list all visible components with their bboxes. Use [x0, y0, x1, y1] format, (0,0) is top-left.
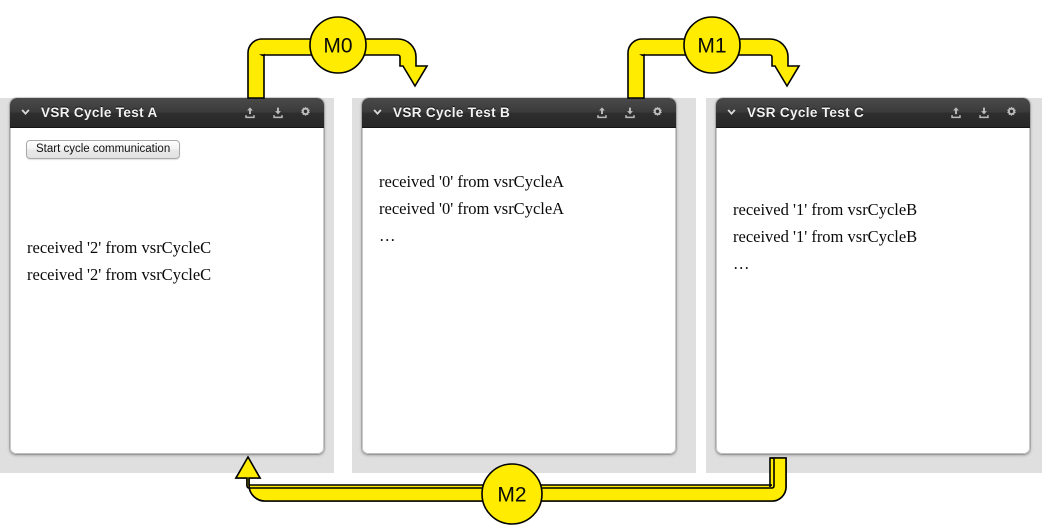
window-content-a: Start cycle communication received '2' f… — [10, 128, 324, 454]
panel-backing-b: VSR Cycle Test B — [352, 98, 696, 473]
window-titlebar-c[interactable]: VSR Cycle Test C — [716, 98, 1030, 128]
titlebar-icons-a — [243, 106, 312, 120]
connector-m0-badge — [309, 16, 367, 74]
window-title-b: VSR Cycle Test B — [393, 105, 511, 120]
log-output-a: received '2' from vsrCycleC received '2'… — [27, 234, 315, 288]
download-icon[interactable] — [977, 106, 991, 120]
window-vsr-cycle-test-c[interactable]: VSR Cycle Test C — [716, 98, 1030, 454]
log-line: … — [379, 226, 396, 245]
window-content-b: received '0' from vsrCycleA received '0'… — [362, 128, 676, 454]
connector-m1-badge — [683, 16, 741, 74]
connector-m2-label: M2 — [497, 484, 526, 507]
connector-m1: M1 — [627, 16, 801, 99]
titlebar-icons-c — [949, 106, 1018, 120]
log-line: received '0' from vsrCycleA — [379, 199, 565, 218]
window-title-c: VSR Cycle Test C — [747, 105, 865, 120]
log-line: received '2' from vsrCycleC — [27, 238, 212, 257]
window-vsr-cycle-test-b[interactable]: VSR Cycle Test B — [362, 98, 676, 454]
chevron-down-icon[interactable] — [371, 106, 384, 119]
connector-m2-badge — [481, 463, 543, 525]
upload-icon[interactable] — [595, 106, 609, 120]
window-title-a: VSR Cycle Test A — [41, 105, 158, 120]
connector-m0: M0 — [247, 16, 429, 99]
start-cycle-communication-button[interactable]: Start cycle communication — [26, 140, 181, 159]
window-titlebar-a[interactable]: VSR Cycle Test A — [10, 98, 324, 128]
window-vsr-cycle-test-a[interactable]: VSR Cycle Test A — [10, 98, 324, 454]
log-line: … — [733, 254, 750, 273]
log-line: received '1' from vsrCycleB — [733, 227, 918, 246]
download-icon[interactable] — [623, 106, 637, 120]
window-titlebar-b[interactable]: VSR Cycle Test B — [362, 98, 676, 128]
connector-m1-label: M1 — [697, 35, 726, 58]
gear-icon[interactable] — [651, 106, 664, 119]
upload-icon[interactable] — [949, 106, 963, 120]
panel-backing-c: VSR Cycle Test C — [706, 98, 1042, 473]
connector-m0-arrow — [247, 38, 429, 99]
log-output-c: received '1' from vsrCycleB received '1'… — [733, 196, 1021, 277]
panel-backing-a: VSR Cycle Test A — [0, 98, 334, 473]
upload-icon[interactable] — [243, 106, 257, 120]
log-line: received '2' from vsrCycleC — [27, 265, 212, 284]
log-line: received '1' from vsrCycleB — [733, 200, 918, 219]
connector-m1-arrow — [627, 38, 801, 99]
titlebar-icons-b — [595, 106, 664, 120]
download-icon[interactable] — [271, 106, 285, 120]
chevron-down-icon[interactable] — [725, 106, 738, 119]
gear-icon[interactable] — [299, 106, 312, 119]
log-output-b: received '0' from vsrCycleA received '0'… — [379, 168, 667, 249]
gear-icon[interactable] — [1005, 106, 1018, 119]
log-line: received '0' from vsrCycleA — [379, 172, 565, 191]
connector-m0-label: M0 — [323, 35, 352, 58]
window-content-c: received '1' from vsrCycleB received '1'… — [716, 128, 1030, 454]
chevron-down-icon[interactable] — [19, 106, 32, 119]
